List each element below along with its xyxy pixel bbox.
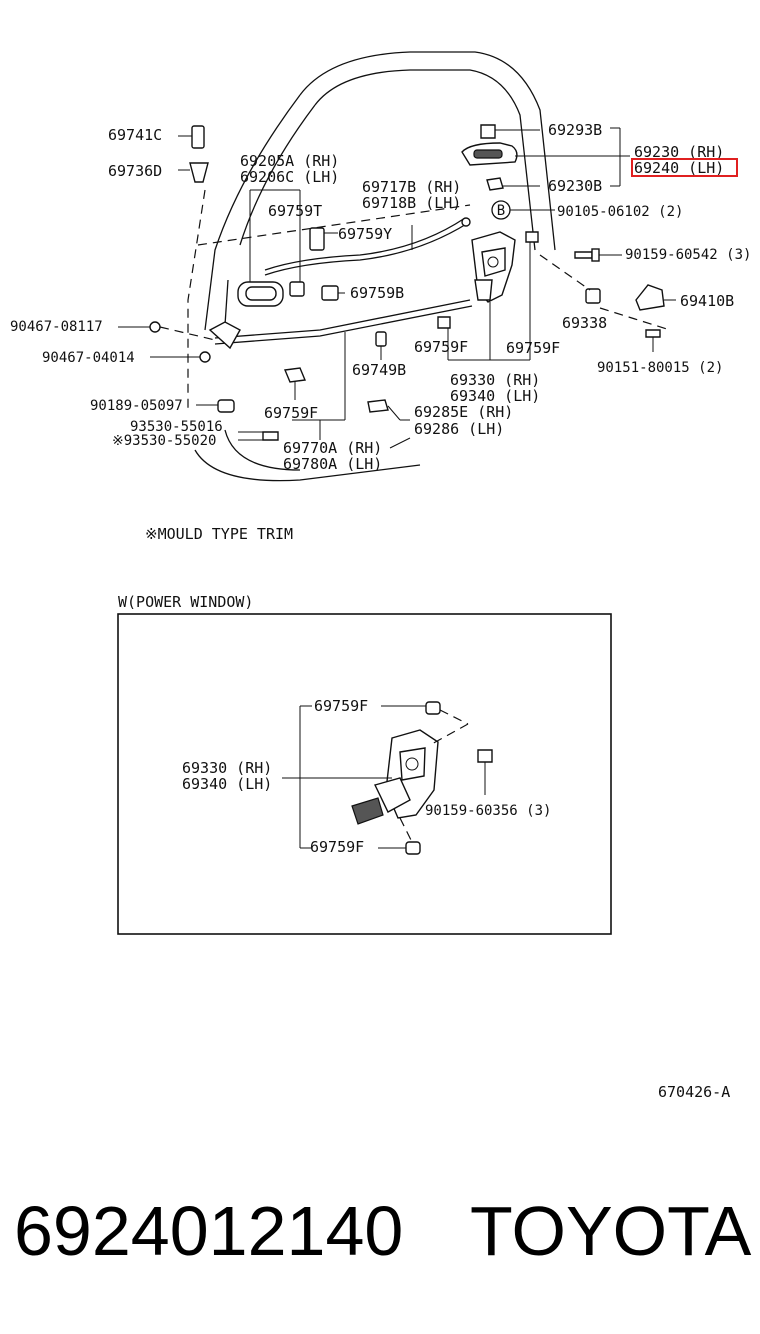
label-90467-08117: 90467-08117 [10,319,103,335]
inset-frame [117,613,612,935]
label-69736d: 69736D [108,162,162,180]
screw-90189-05097 [196,399,235,413]
rod-69770a [208,299,473,440]
label-69230b: 69230B [548,177,602,195]
clip-69285e [367,399,410,421]
label-90189: 90189-05097 [90,398,183,414]
label-69293b: 69293B [548,121,602,139]
inset-bracket [299,705,312,849]
inset-title: W(POWER WINDOW) [118,593,253,611]
label-69759y: 69759Y [338,225,392,243]
label-69240: 69240 (LH) [634,159,724,177]
screw-90151-80015 [645,329,661,352]
footer-part-number: 6924012140 [14,1192,403,1270]
inset-label-69340: 69340 (LH) [182,775,272,793]
clip-69759y [309,227,338,251]
label-93530-55016: 93530-55016 [130,419,223,435]
clip-69759b [321,285,345,301]
screw-90467-04014 [150,351,211,363]
label-69759b: 69759B [350,284,404,302]
screw-90467-08117 [118,321,216,341]
label-69770a: 69770A (RH) [283,439,382,457]
label-69206c: 69206C (LH) [240,168,339,186]
label-69205a: 69205A (RH) [240,152,339,170]
screw-93530 [238,431,279,441]
rod-69717b [264,217,471,276]
label-90105: 90105-06102 (2) [557,204,683,220]
label-90159-60542: 90159-60542 (3) [625,247,751,263]
label-69340: 69340 (LH) [450,387,540,405]
label-69759f-c: 69759F [264,404,318,422]
label-69718b: 69718B (LH) [362,194,461,212]
label-93530-55020: ※93530-55020 [112,433,216,449]
clip-69741c [178,125,205,149]
inset-label-69759f-top: 69759F [314,697,368,715]
inset-label-90159-60356: 90159-60356 (3) [425,803,551,819]
reference-marker-b: B [491,200,555,220]
inset-screw-90159-60356 [477,749,493,795]
label-69330: 69330 (RH) [450,371,540,389]
bushing-69338 [539,254,601,304]
clip-69759t [289,215,305,297]
footer-brand: TOYOTA [470,1192,752,1270]
inside-handle [224,189,301,326]
striker-69410b [599,284,676,331]
label-69759t: 69759T [268,202,322,220]
label-69230: 69230 (RH) [634,143,724,161]
diagram-code: 670426-A [658,1083,730,1101]
label-90467-04014: 90467-04014 [42,350,135,366]
screw-90159-60542 [574,248,622,262]
mould-type-note: ※MOULD TYPE TRIM [145,525,293,543]
label-69285e: 69285E (RH) [414,403,513,421]
clip-69749b [375,331,387,360]
inset-lock-actuator [282,729,439,825]
clip-69759f-lower [284,367,306,400]
inset-label-69330: 69330 (RH) [182,759,272,777]
label-69741c: 69741C [108,126,162,144]
label-69338: 69338 [562,314,607,332]
inset-clip-bottom [378,817,421,855]
inset-label-69759f-bottom: 69759F [310,838,364,856]
label-69780a: 69780A (LH) [283,455,382,473]
clip-69736d [178,162,209,183]
label-69717b: 69717B (RH) [362,178,461,196]
door-lock [437,231,539,361]
highlight-69240 [631,158,738,177]
label-90151: 90151-80015 (2) [597,360,723,376]
door-outline [187,51,556,482]
reference-marker-label: B [497,203,505,219]
outside-handle [461,124,630,191]
label-69749b: 69749B [352,361,406,379]
label-69286: 69286 (LH) [414,420,504,438]
label-69759f-b: 69759F [506,339,560,357]
label-69759f-a: 69759F [414,338,468,356]
label-69410b: 69410B [680,292,734,310]
inset-clip-top [381,701,469,746]
